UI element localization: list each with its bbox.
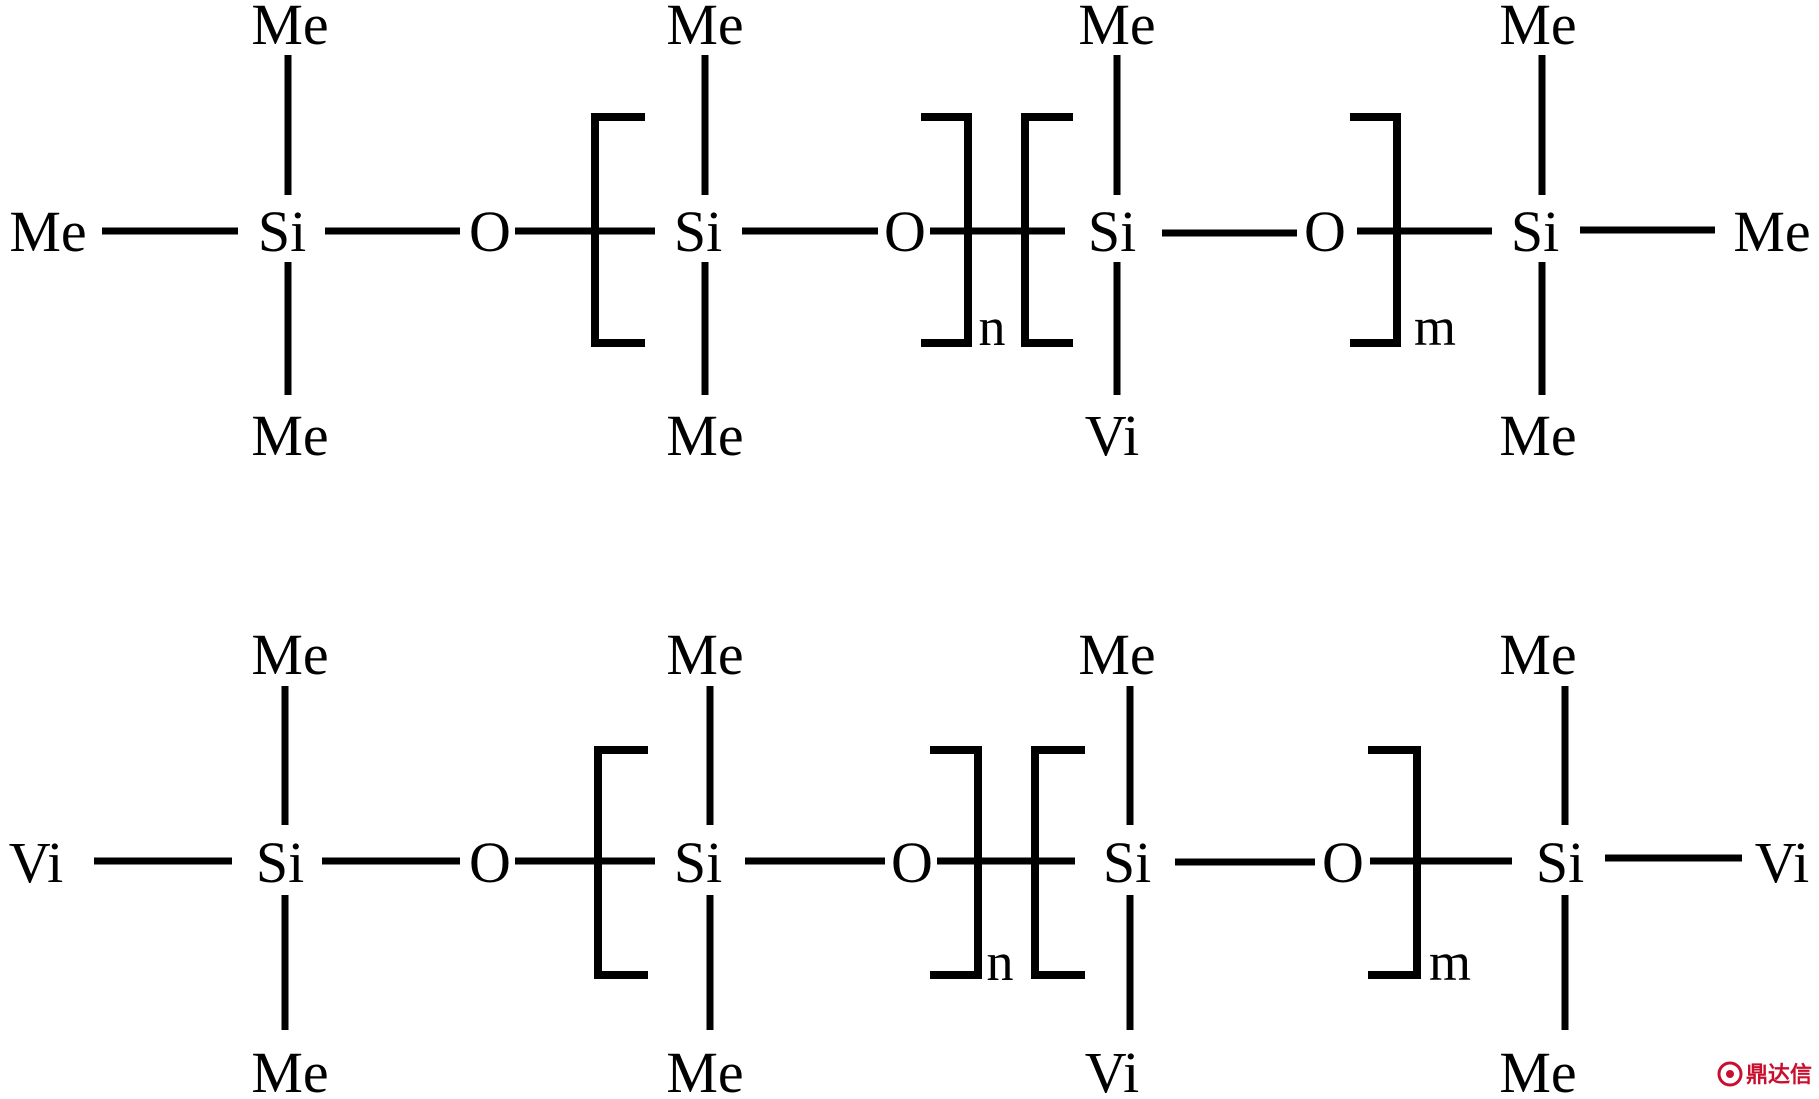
atom-label: O xyxy=(469,199,511,264)
atom-label: Vi xyxy=(1755,830,1810,895)
atom-label: Si xyxy=(1088,199,1136,264)
atom-label: Me xyxy=(1078,0,1155,57)
watermark-text: 鼎达信 xyxy=(1746,1062,1812,1088)
formula-bottom: Me Vi Si Me O Me Si Me O n Me Si Vi O m … xyxy=(9,622,1810,1099)
subscript-label: n xyxy=(987,932,1014,992)
atom-label: O xyxy=(891,830,933,895)
watermark-logo: 鼎达信 xyxy=(1717,1061,1812,1088)
formula-top: Me Me Si Me O Me Si Me O n Me Si Vi O m … xyxy=(9,0,1810,468)
atom-label: Me xyxy=(666,403,743,468)
atom-label: Me xyxy=(1733,199,1810,264)
bracket-close xyxy=(1368,746,1421,979)
atom-label: Me xyxy=(9,199,86,264)
atom-label: Si xyxy=(256,830,304,895)
subscript-label: m xyxy=(1414,297,1456,357)
bracket-close xyxy=(921,113,972,347)
atom-label: Me xyxy=(1499,1040,1576,1099)
atom-label: Me xyxy=(251,622,328,687)
subscript-label: n xyxy=(979,297,1006,357)
atom-label: Me xyxy=(666,0,743,57)
atom-label: O xyxy=(884,199,926,264)
atom-label: O xyxy=(1322,830,1364,895)
atom-label: Si xyxy=(674,199,722,264)
logo-icon-dot xyxy=(1726,1070,1734,1078)
atom-label: Me xyxy=(1078,622,1155,687)
subscript-label: m xyxy=(1429,932,1471,992)
bracket-open xyxy=(1031,746,1085,979)
atom-label: Si xyxy=(1536,830,1584,895)
logo-icon xyxy=(1717,1061,1743,1087)
atom-label: Si xyxy=(674,830,722,895)
bracket-open xyxy=(594,746,648,979)
bracket-open xyxy=(591,113,645,347)
atom-label: O xyxy=(469,830,511,895)
bracket-close xyxy=(1350,113,1401,347)
atom-label: Vi xyxy=(9,830,64,895)
atom-label: Me xyxy=(1499,403,1576,468)
atom-label: Vi xyxy=(1085,1040,1140,1099)
atom-label: Si xyxy=(1511,199,1559,264)
atom-label: Me xyxy=(666,622,743,687)
atom-label: Vi xyxy=(1085,403,1140,468)
atom-label: O xyxy=(1304,199,1346,264)
atom-label: Me xyxy=(666,1040,743,1099)
atom-label: Me xyxy=(251,1040,328,1099)
atom-label: Me xyxy=(1499,622,1576,687)
atom-label: Me xyxy=(251,0,328,57)
atom-label: Me xyxy=(251,403,328,468)
atom-label: Si xyxy=(258,199,306,264)
atom-label: Si xyxy=(1103,830,1151,895)
bracket-open xyxy=(1021,113,1073,347)
bracket-close xyxy=(930,746,982,979)
atom-label: Me xyxy=(1499,0,1576,57)
